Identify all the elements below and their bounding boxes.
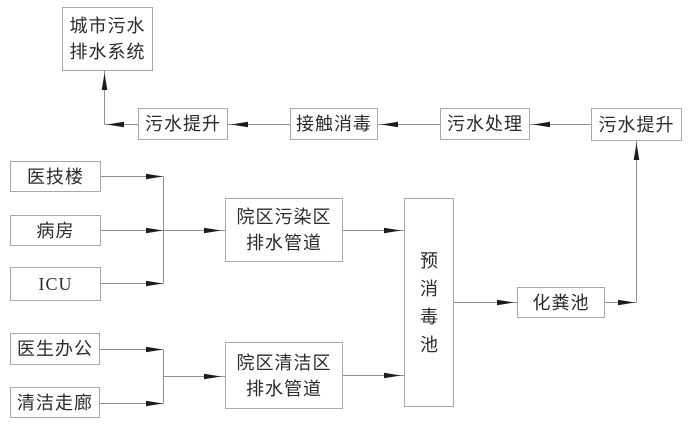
node-label: 院区清洁区 排水管道 bbox=[236, 352, 332, 399]
node-pre-disinfection-tank: 预 消 毒 池 bbox=[404, 198, 454, 407]
arrowhead-left bbox=[381, 121, 398, 128]
node-label: 清洁走廊 bbox=[17, 392, 93, 413]
node-label: 医技楼 bbox=[27, 166, 84, 187]
node-label: 院区污染区 排水管道 bbox=[236, 207, 332, 253]
arrowhead-right bbox=[146, 346, 163, 353]
node-polluted-area-pipes: 院区污染区 排水管道 bbox=[225, 198, 343, 262]
arrowhead-right bbox=[384, 372, 401, 379]
arrowhead-left bbox=[107, 121, 124, 128]
arrowhead-right bbox=[204, 373, 221, 380]
node-contact-disinfection: 接触消毒 bbox=[290, 108, 378, 140]
node-label: 预 消 毒 池 bbox=[420, 250, 438, 355]
arrowhead-right bbox=[146, 400, 163, 407]
arrowhead-right bbox=[146, 227, 163, 234]
node-clean-area-pipes: 院区清洁区 排水管道 bbox=[225, 342, 343, 409]
arrowhead-right bbox=[384, 227, 401, 234]
node-label: ICU bbox=[38, 274, 73, 294]
arrowhead-right bbox=[497, 299, 514, 306]
node-septic-tank: 化粪池 bbox=[517, 287, 605, 318]
node-label: 污水提升 bbox=[145, 114, 221, 134]
node-city-sewer-system: 城市污水 排水系统 bbox=[62, 7, 153, 71]
node-sewage-lift-2: 污水提升 bbox=[591, 108, 682, 141]
node-label: 污水处理 bbox=[447, 114, 523, 134]
node-label: 医生办公 bbox=[17, 339, 93, 359]
node-label: 污水提升 bbox=[598, 114, 675, 135]
node-ward: 病房 bbox=[10, 215, 101, 246]
node-clean-corridor: 清洁走廊 bbox=[10, 387, 100, 418]
arrowhead-right bbox=[204, 227, 221, 234]
node-sewage-treatment: 污水处理 bbox=[440, 108, 530, 140]
arrowhead-up bbox=[633, 143, 640, 160]
node-label: 城市污水 排水系统 bbox=[69, 16, 146, 62]
node-label: 病房 bbox=[36, 220, 75, 241]
node-doctor-office: 医生办公 bbox=[10, 333, 100, 365]
arrowhead-right bbox=[146, 173, 163, 180]
arrowhead-left bbox=[533, 121, 550, 128]
arrowhead-right bbox=[618, 299, 635, 306]
arrowhead-up bbox=[101, 73, 108, 90]
node-medical-tech-building: 医技楼 bbox=[10, 161, 101, 192]
arrowhead-left bbox=[231, 121, 248, 128]
node-label: 化粪池 bbox=[532, 292, 590, 313]
node-icu: ICU bbox=[10, 267, 101, 301]
node-label: 接触消毒 bbox=[296, 114, 372, 134]
node-sewage-lift-1: 污水提升 bbox=[138, 108, 228, 140]
arrowhead-right bbox=[146, 280, 163, 287]
